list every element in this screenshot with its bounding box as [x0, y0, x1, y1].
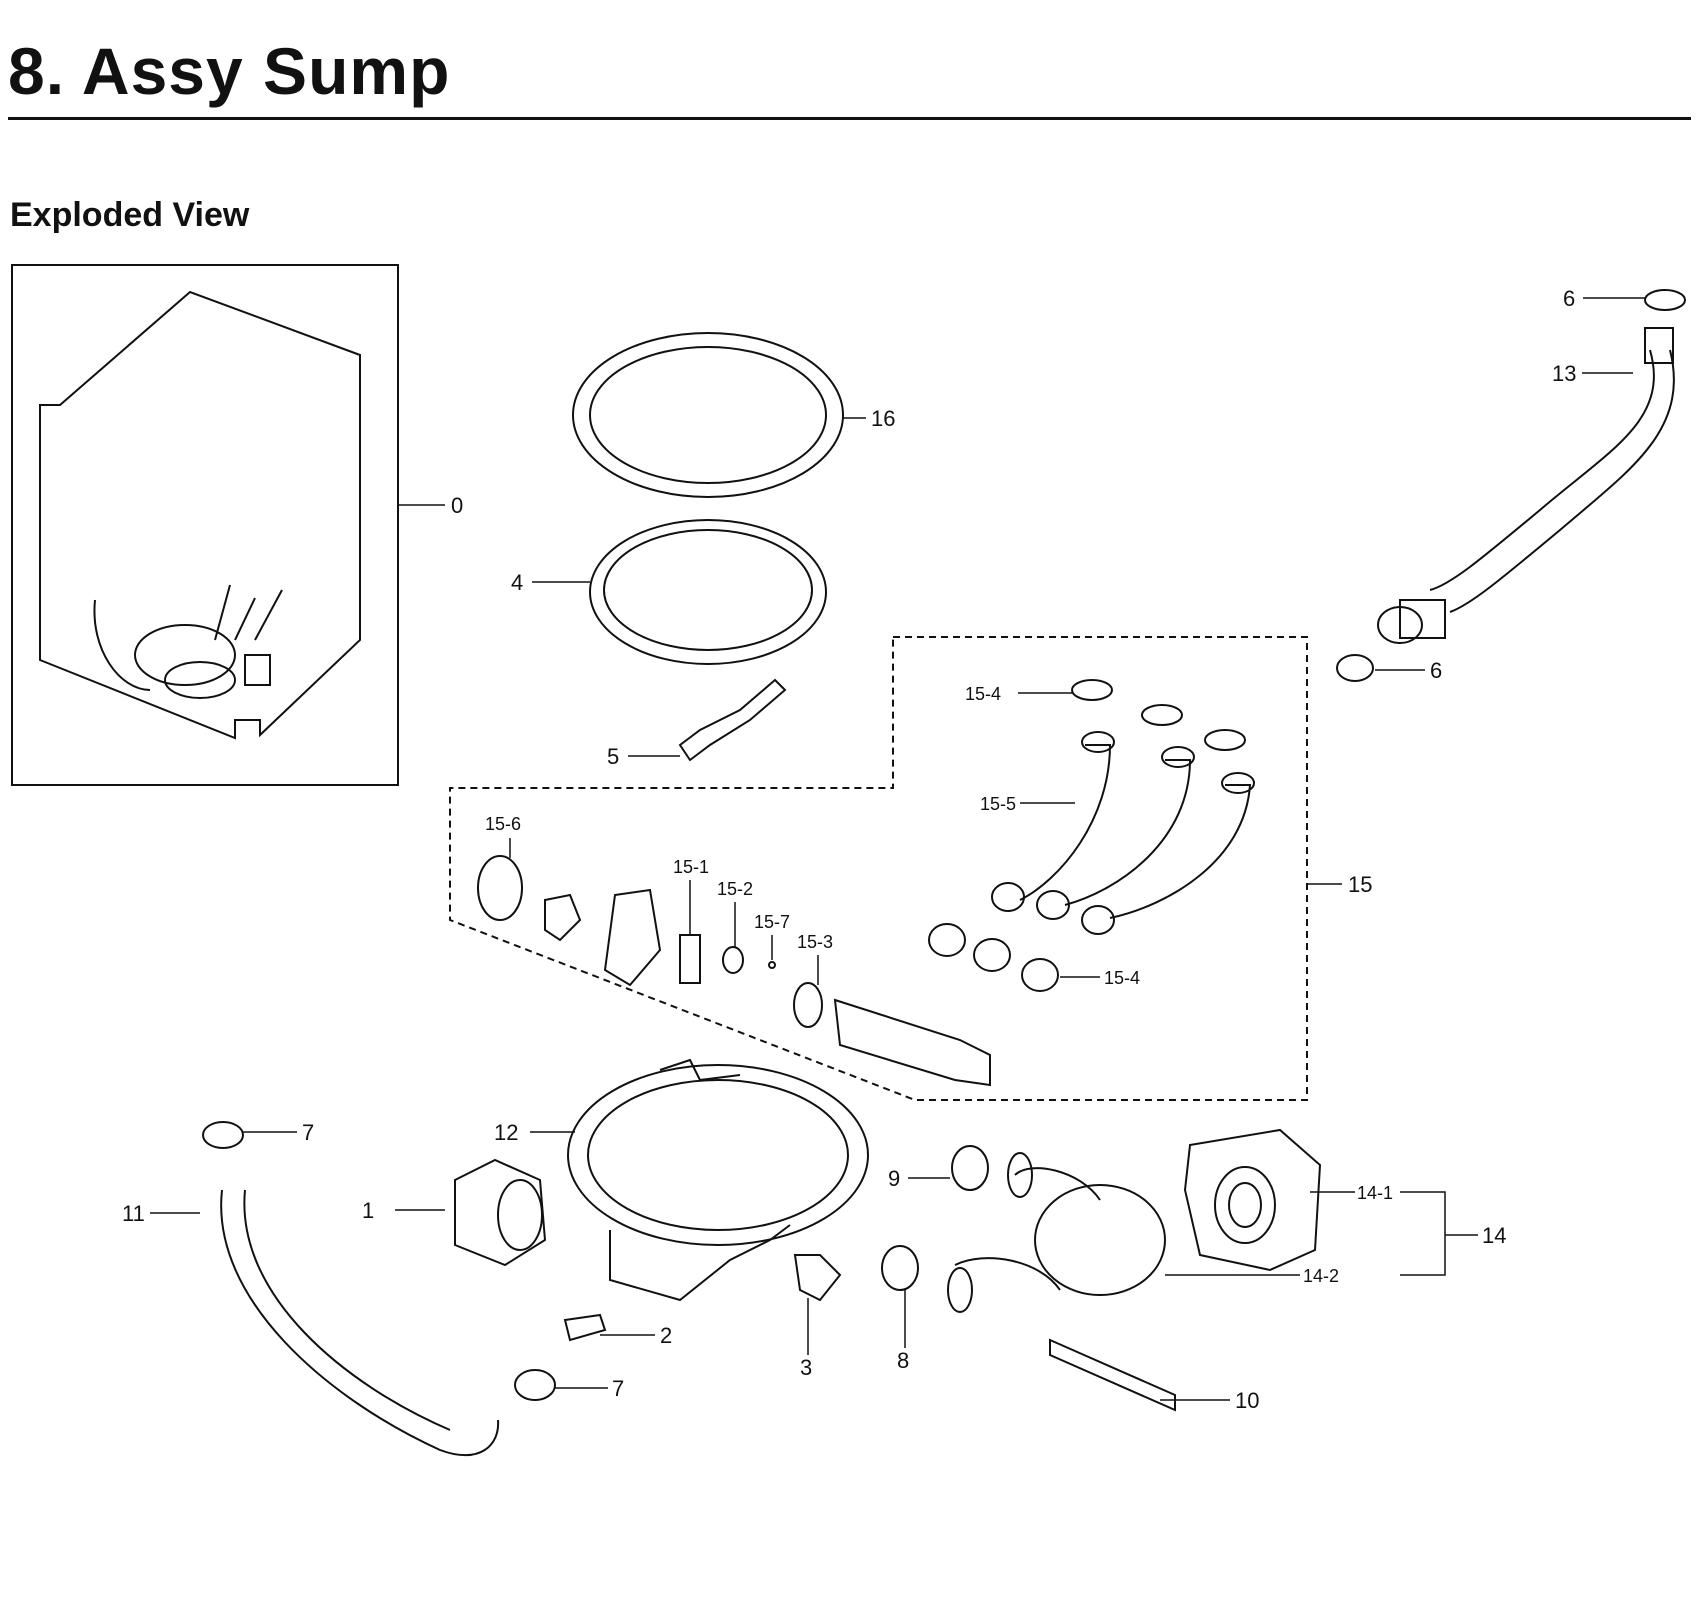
part-4-seal: [589, 519, 827, 665]
callout-8: 8: [897, 1348, 909, 1373]
callout-15-1: 15-1: [673, 857, 709, 877]
callout-4: 4: [511, 570, 523, 595]
callout-15-4-bottom: 15-4: [1104, 968, 1140, 988]
part-15-2-washer: [722, 946, 744, 974]
callout-6-top: 6: [1563, 286, 1575, 311]
callout-15-2: 15-2: [717, 879, 753, 899]
section-title: Exploded View: [10, 196, 250, 234]
part-15-7-pin: [768, 961, 776, 969]
part-15-6-motor: [477, 855, 523, 921]
part-1-pump: [454, 1158, 547, 1267]
callout-1: 1: [362, 1198, 374, 1223]
page-title: 8. Assy Sump: [8, 34, 451, 108]
part-12-sump: [567, 1058, 869, 1302]
part-10-bracket: [1049, 1338, 1176, 1412]
callout-2: 2: [660, 1323, 672, 1348]
part-14-2-pump: [947, 1152, 1166, 1313]
callout-6-bottom: 6: [1430, 658, 1442, 683]
callout-15-5: 15-5: [980, 794, 1016, 814]
part-5-bracket: [678, 678, 787, 762]
part-15-manifold: [833, 998, 991, 1087]
part-14-1-motor: [1183, 1128, 1322, 1272]
part-11-hose-inner: [243, 1189, 451, 1431]
callout-7-bottom: 7: [612, 1376, 624, 1401]
leader-lines: [150, 297, 1645, 1401]
part-7-clamp-top: [202, 1121, 244, 1149]
title-underline: [8, 117, 1691, 120]
callout-10: 10: [1235, 1388, 1259, 1413]
part-15-housing: [603, 888, 662, 987]
part-15-5-pipes: [991, 731, 1255, 935]
callout-0: 0: [451, 493, 463, 518]
part-16-ring: [572, 332, 844, 498]
part-6-clamp-bottom: [1336, 654, 1374, 682]
callout-12: 12: [494, 1120, 518, 1145]
callout-15-6: 15-6: [485, 814, 521, 834]
callout-9: 9: [888, 1166, 900, 1191]
part-7-clamp-bottom: [514, 1369, 556, 1401]
callout-16: 16: [871, 406, 895, 431]
callout-15-4-top: 15-4: [965, 684, 1001, 704]
callout-11: 11: [122, 1201, 145, 1226]
part-15-4-clamps: [928, 679, 1246, 992]
part-11-hose: [220, 1189, 500, 1457]
callout-14-1: 14-1: [1357, 1183, 1393, 1203]
callout-3: 3: [800, 1355, 812, 1380]
callout-15-7: 15-7: [754, 912, 790, 932]
part-3-part: [793, 1254, 842, 1302]
callout-7-top: 7: [302, 1120, 314, 1145]
callout-14-2: 14-2: [1303, 1266, 1339, 1286]
part-15-1-switch: [679, 934, 701, 984]
part-8-clamp: [881, 1245, 919, 1291]
part-15-actuator: [544, 893, 582, 942]
part-15-group-boundary: [449, 636, 1308, 1101]
callout-5: 5: [607, 744, 619, 769]
part-2-sensor: [563, 1313, 607, 1342]
part-9-clamp: [951, 1145, 989, 1191]
callout-15-3: 15-3: [797, 932, 833, 952]
part-15-3-oring: [793, 982, 823, 1028]
callout-14: 14: [1482, 1223, 1506, 1248]
part-6-clamp-top: [1644, 289, 1686, 311]
dishwasher-overview-illustration: [11, 264, 399, 786]
part-13-drain-hose: [1377, 327, 1675, 644]
callout-13: 13: [1552, 361, 1576, 386]
callout-15: 15: [1348, 872, 1372, 897]
callout-labels: 0 16 4 5 6 13 6 15-4 15-5 15 15-4 15-6 1…: [122, 286, 1576, 1413]
